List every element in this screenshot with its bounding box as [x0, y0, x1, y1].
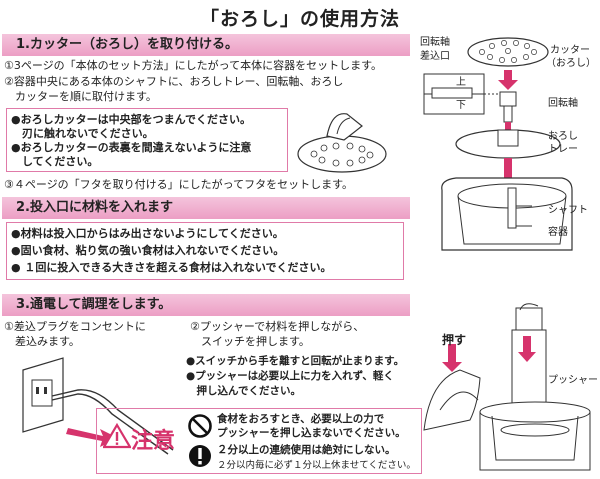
warning-triangle-icon: [103, 423, 131, 449]
cutter-pinch-illustration: [297, 113, 387, 173]
caution-box: 注意 食材をおろすとき、必要以上の力で プッシャーを押し込まないでください。 ２…: [96, 408, 422, 474]
section2-item-1: ●材料は投入口からはみ出さないようにしてください。: [11, 227, 284, 240]
note1b: 刃に触れないでください。: [11, 127, 154, 140]
section3-note1: ●スイッチから手を離すと回転が止まります。: [186, 355, 405, 367]
section1-step1: ①3ページの「本体のセット方法」にしたがって本体に容器をセットします。: [4, 59, 382, 72]
label-rotation-axis: 回転軸: [548, 98, 578, 109]
assembly-diagram: [423, 37, 573, 251]
label-cutter-sub: （おろし）: [546, 58, 596, 69]
label-up: 上: [456, 77, 466, 88]
label-shaft: シャフト: [548, 205, 588, 216]
note2a: ●おろしカッターの表裏を間違えないように注意: [11, 141, 252, 154]
page-title: 「おろし」の使用方法: [199, 8, 400, 30]
section1-heading: 1.カッター（おろし）を取り付ける。: [2, 34, 410, 56]
label-pusher: プッシャー: [548, 375, 598, 386]
label-tray-1: おろし: [548, 131, 578, 142]
prohibited-icon: [188, 414, 212, 438]
section3-step2a: ②プッシャーで材料を押しながら、: [190, 320, 365, 333]
outlet-illustration: [22, 357, 174, 455]
caution-line2b: ２分以内毎に必ず１分以上休ませてください。: [217, 460, 416, 471]
note2b: してください。: [11, 155, 99, 168]
label-cutter: カッター: [550, 45, 590, 56]
caution-title: 注意: [131, 429, 176, 454]
section1-note-box: ●おろしカッターは中央部をつまんでください。 刃に触れないでください。 ●おろし…: [6, 108, 288, 172]
label-insert-port: 差込口: [420, 51, 450, 62]
section3-step1b: 差込みます。: [4, 335, 80, 348]
label-shaft-axis: 回転軸: [420, 37, 450, 48]
caution-line1b: プッシャーを押し込まないでください。: [217, 427, 406, 439]
section1-step2a: ②容器中央にある本体のシャフトに、おろしトレー、回転軸、おろし: [4, 75, 344, 88]
section3-note2b: 押し込んでください。: [186, 385, 301, 397]
section3-heading: 3.通電して調理をします。: [2, 294, 410, 316]
section2-heading: 2.投入口に材料を入れます: [2, 197, 410, 219]
caution-line1a: 食材をおろすとき、必要以上の力で: [217, 413, 385, 425]
section3-step1a: ①差込プラグをコンセントに: [4, 320, 146, 333]
section2-item-2: ●固い食材、粘り気の強い食材は入れないでください。: [11, 244, 285, 257]
section3-step2b: スイッチを押します。: [190, 335, 310, 348]
caution-line2a: ２分以上の連続使用は絶対にしない。: [217, 444, 396, 456]
label-down: 下: [456, 100, 466, 111]
section2-item-3: ● １回に投入できる大きさを超える食材は入れないでください。: [11, 261, 332, 274]
label-push: 押す: [442, 333, 467, 347]
section2-box: ●材料は投入口からはみ出さないようにしてください。 ●固い食材、粘り気の強い食材…: [6, 222, 404, 280]
label-container: 容器: [548, 227, 568, 238]
note1a: ●おろしカッターは中央部をつまんでください。: [11, 113, 252, 126]
mandatory-icon: [189, 445, 211, 467]
label-tray-2: トレー: [548, 144, 578, 155]
pusher-illustration: [423, 303, 591, 471]
section1-step3: ③４ページの「フタを取り付ける」にしたがってフタをセットします。: [4, 178, 353, 191]
section1-step2b: カッターを順に取付けます。: [4, 90, 157, 103]
section3-note2a: ●プッシャーは必要以上に力を入れず、軽く: [186, 370, 394, 382]
